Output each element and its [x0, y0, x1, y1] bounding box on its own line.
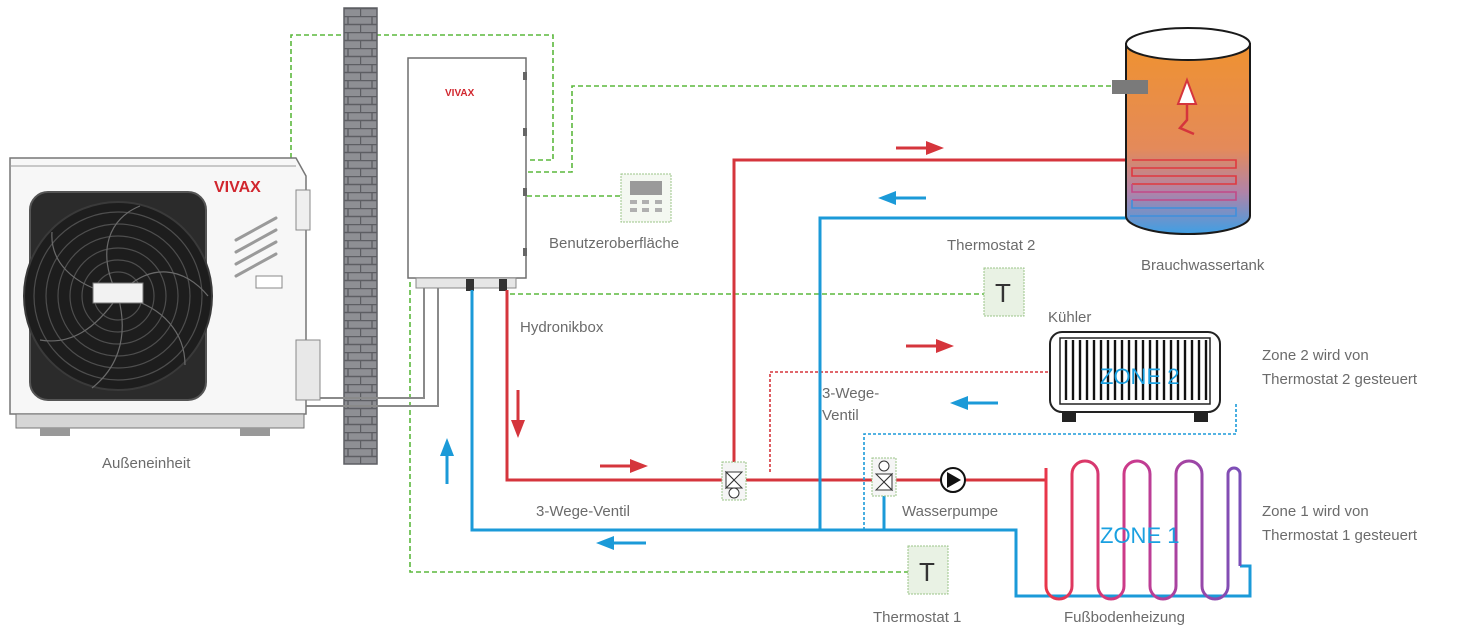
thermostat-2: T [983, 267, 1025, 317]
label-water-pump: Wasserpumpe [902, 503, 998, 520]
radiator-fins [1064, 340, 1208, 400]
cold-water-pipes [470, 216, 1252, 598]
three-way-valve-lower [721, 461, 747, 501]
thermostat-2-symbol: T [995, 278, 1011, 308]
tank-heating-coil [1130, 159, 1237, 217]
label-valve-upper-2: Ventil [822, 407, 859, 424]
pipe-from-radiator-dotted [863, 404, 1237, 530]
wire-box-to-thermostat-1 [409, 282, 908, 573]
thermostat-1-symbol: T [919, 557, 935, 587]
label-radiator: Kühler [1048, 309, 1091, 326]
arrow-cold-left-top [878, 191, 926, 205]
arrow-hot-right-bottom [600, 459, 648, 473]
hydronic-box-logo: VIVAX [445, 88, 475, 99]
arrow-cold-left-radiator [950, 396, 998, 410]
three-way-valve-upper [871, 457, 897, 497]
outdoor-unit-logo: VIVAX [214, 179, 261, 196]
floor-heating-coil: ZONE 1 [1044, 459, 1242, 601]
zone-2-label: ZONE 2 [1100, 364, 1179, 389]
arrow-hot-down [511, 390, 525, 438]
side-louvers [234, 216, 278, 278]
fan-grille-rings [33, 211, 203, 381]
hot-water-tank [1112, 27, 1251, 235]
label-zone2-desc-2: Thermostat 2 gesteuert [1262, 371, 1418, 388]
diagram-labels: Außeneinheit Hydronikbox Benutzeroberflä… [102, 235, 1418, 626]
label-floor-heating: Fußbodenheizung [1064, 609, 1185, 626]
outdoor-unit: VIVAX [9, 157, 321, 436]
control-wires [290, 34, 1112, 573]
pipe-cold-return-main [470, 290, 1252, 598]
thermostat-1: T [907, 545, 949, 595]
fan-grille-label-plate [92, 282, 144, 304]
refrigerant-lines [292, 286, 439, 407]
tank-sensor [1112, 80, 1148, 94]
label-user-interface: Benutzeroberfläche [549, 235, 679, 252]
wire-outdoor-to-box [290, 34, 554, 161]
flow-arrows-hot [511, 141, 954, 473]
water-pump [940, 467, 966, 493]
hydronic-box: VIVAX [407, 57, 527, 291]
label-thermostat-2: Thermostat 2 [947, 237, 1035, 254]
user-interface-panel [620, 173, 672, 223]
arrow-cold-left-bottom [596, 536, 646, 550]
wire-box-to-tank-sensor [528, 85, 1112, 173]
zone-1-label: ZONE 1 [1100, 523, 1179, 548]
label-zone1-desc-2: Thermostat 1 gesteuert [1262, 527, 1418, 544]
pipe-cold-from-tank [818, 216, 1130, 530]
arrow-hot-right-radiator [906, 339, 954, 353]
radiator: ZONE 2 [1049, 331, 1221, 422]
arrow-hot-right-top [896, 141, 944, 155]
label-outdoor-unit: Außeneinheit [102, 455, 191, 472]
label-zone2-desc-1: Zone 2 wird von [1262, 347, 1369, 364]
pipe-to-radiator-dotted [769, 371, 1050, 472]
tank-heat-arrow [1176, 77, 1198, 136]
arrow-cold-up [440, 438, 454, 484]
label-hot-water-tank: Brauchwassertank [1141, 257, 1265, 274]
label-zone1-desc-1: Zone 1 wird von [1262, 503, 1369, 520]
brick-wall [343, 7, 378, 465]
label-hydronic-box: Hydronikbox [520, 319, 604, 336]
label-thermostat-1: Thermostat 1 [873, 609, 961, 626]
flow-arrows-cold [440, 191, 998, 550]
pipe-hot-to-tank [732, 158, 1130, 470]
label-valve-upper-1: 3-Wege- [822, 385, 879, 402]
label-valve-lower: 3-Wege-Ventil [536, 503, 630, 520]
